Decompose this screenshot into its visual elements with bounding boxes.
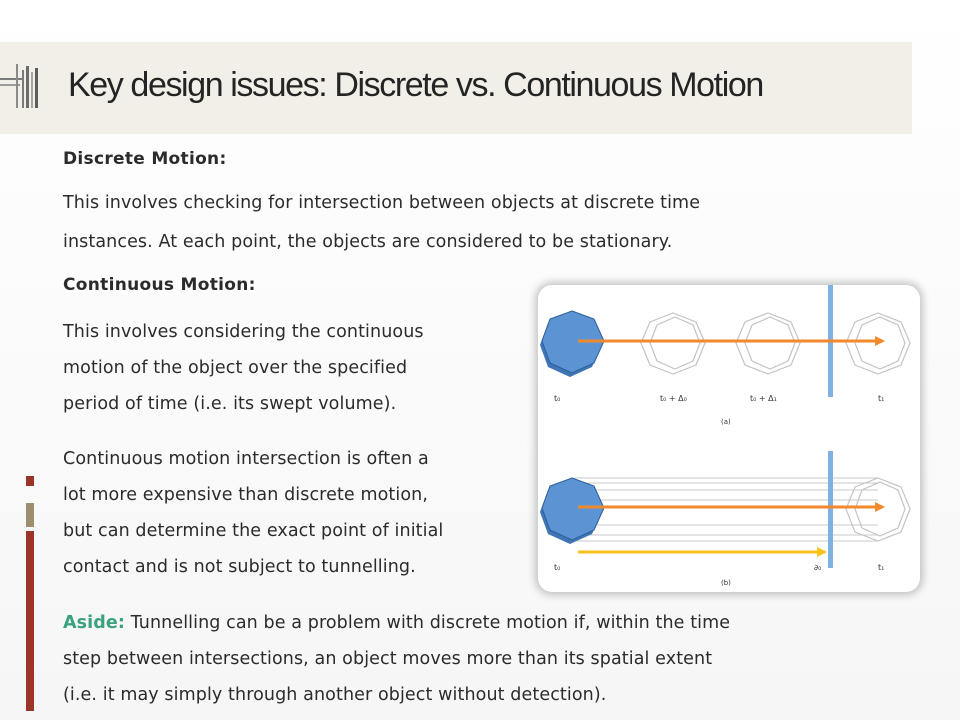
aside-label: Aside: [63, 613, 125, 633]
continuous-para2-line-1: Continuous motion intersection is often … [63, 449, 429, 469]
slide-title: Key design issues: Discrete vs. Continuo… [68, 66, 764, 104]
side-accent-bar [26, 476, 34, 711]
panel-b-caption: (b) [721, 579, 731, 587]
aside-line-1: Aside: Tunnelling can be a problem with … [63, 608, 730, 639]
panel-a-caption: (a) [721, 418, 731, 426]
time-label-t1-a: t₁ [878, 394, 884, 403]
discrete-motion-heading: Discrete Motion: [63, 149, 227, 169]
discrete-motion-text-line-2: instances. At each point, the objects ar… [63, 232, 673, 252]
contact-time-label: ∂₀ [814, 563, 821, 572]
continuous-para2-line-4: contact and is not subject to tunnelling… [63, 557, 416, 577]
aside-line-1-text: Tunnelling can be a problem with discret… [124, 613, 731, 633]
continuous-para1-line-3: period of time (i.e. its swept volume). [63, 394, 397, 414]
title-bar [0, 42, 912, 134]
time-label-t0-plus-delta0: t₀ + Δ₀ [660, 394, 687, 403]
motion-diagram-figure: t₀ t₀ + Δ₀ t₀ + Δ₁ t₁ (a) t₀ ∂₀ t₁ (b) [538, 285, 920, 592]
continuous-para1-line-2: motion of the object over the specified [63, 358, 408, 378]
ghost-octagon-b [845, 477, 911, 542]
solid-octagon-a [540, 310, 605, 377]
motion-diagram: t₀ t₀ + Δ₀ t₀ + Δ₁ t₁ (a) t₀ ∂₀ t₁ (b) [540, 285, 911, 587]
time-label-t0-plus-delta1: t₀ + Δ₁ [750, 394, 777, 403]
continuous-para2-line-3: but can determine the exact point of ini… [63, 521, 444, 541]
aside-line-2: step between intersections, an object mo… [63, 649, 713, 669]
aside-line-3: (i.e. it may simply through another obje… [63, 685, 607, 705]
time-label-t0-a: t₀ [554, 394, 560, 403]
ghost-octagon-a3 [845, 312, 911, 375]
continuous-motion-heading: Continuous Motion: [63, 275, 256, 295]
continuous-para2-line-2: lot more expensive than discrete motion, [63, 485, 428, 505]
solid-octagon-b [540, 477, 605, 544]
continuous-para1-line-1: This involves considering the continuous [63, 322, 424, 342]
discrete-motion-text-line-1: This involves checking for intersection … [63, 193, 701, 213]
barrier-wall-b [828, 451, 833, 568]
title-decoration-icon [0, 62, 44, 110]
time-label-t1-b: t₁ [878, 563, 884, 572]
ghost-octagon-a1 [640, 312, 706, 375]
ghost-octagon-a2 [735, 312, 801, 375]
time-label-t0-b: t₀ [554, 563, 560, 572]
